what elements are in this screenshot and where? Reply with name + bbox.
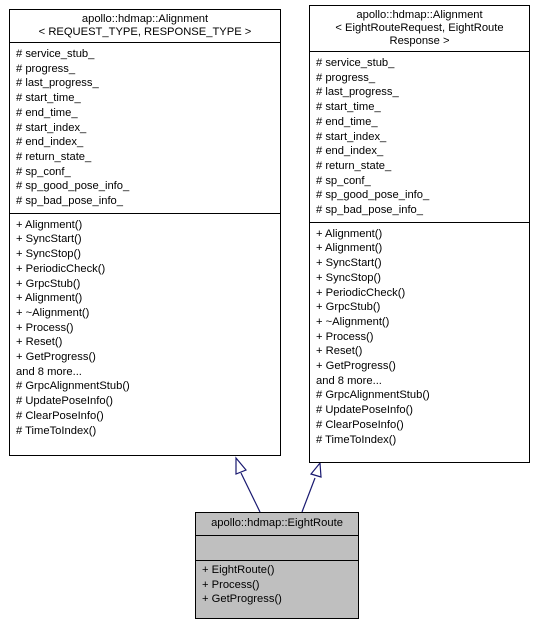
attribute-item: # sp_good_pose_info_ bbox=[316, 189, 430, 202]
class-title-line: < EightRouteRequest, EightRoute bbox=[335, 22, 504, 34]
attributes-section-empty bbox=[196, 535, 358, 560]
operation-item: + Alignment() bbox=[316, 227, 383, 240]
class-title-line: apollo::hdmap::EightRoute bbox=[211, 517, 343, 529]
attribute-item: # start_time_ bbox=[316, 101, 381, 114]
operation-item: + SyncStop() bbox=[316, 271, 381, 284]
operation-item: + Process() bbox=[16, 321, 74, 334]
attributes-section: # service_stub_ # progress_ # last_progr… bbox=[10, 42, 280, 213]
operation-item: + Alignment() bbox=[16, 218, 83, 231]
operation-item: + SyncStop() bbox=[16, 248, 81, 261]
class-title: apollo::hdmap::EightRoute bbox=[196, 513, 358, 535]
operation-item: + GrpcStub() bbox=[16, 277, 81, 290]
operation-item: + PeriodicCheck() bbox=[316, 286, 406, 299]
operation-item: # TimeToIndex() bbox=[316, 433, 397, 446]
operation-item: + GrpcStub() bbox=[316, 301, 381, 314]
inheritance-arrowhead-left bbox=[235, 456, 247, 475]
operation-item: + Process() bbox=[316, 330, 374, 343]
class-box-alignment-template[interactable]: apollo::hdmap::Alignment < REQUEST_TYPE,… bbox=[9, 9, 281, 456]
attributes-section: # service_stub_ # progress_ # last_progr… bbox=[310, 51, 529, 222]
operation-item: + GetProgress() bbox=[316, 360, 396, 373]
operation-item: + PeriodicCheck() bbox=[16, 262, 106, 275]
operation-item: # ClearPoseInfo() bbox=[16, 409, 104, 422]
operations-section: + EightRoute() + Process() + GetProgress… bbox=[196, 560, 358, 609]
attribute-item: # sp_bad_pose_info_ bbox=[316, 204, 423, 217]
class-box-eightroute[interactable]: apollo::hdmap::EightRoute + EightRoute()… bbox=[195, 512, 359, 619]
class-title: apollo::hdmap::Alignment < EightRouteReq… bbox=[310, 6, 529, 51]
attribute-item: # end_index_ bbox=[316, 145, 384, 158]
attribute-item: # progress_ bbox=[316, 71, 376, 84]
attribute-item: # progress_ bbox=[16, 62, 76, 75]
more-operations-link[interactable]: and 8 more... bbox=[316, 374, 382, 387]
operation-item: + GetProgress() bbox=[16, 351, 96, 364]
operation-item: + Reset() bbox=[16, 336, 63, 349]
attribute-item: # sp_conf_ bbox=[16, 165, 71, 178]
operation-item: # GrpcAlignmentStub() bbox=[16, 380, 130, 393]
operation-item: # ClearPoseInfo() bbox=[316, 418, 404, 431]
operation-item: + GetProgress() bbox=[202, 593, 282, 606]
operation-item: + Reset() bbox=[316, 345, 363, 358]
operation-item: # UpdatePoseInfo() bbox=[16, 395, 114, 408]
class-title: apollo::hdmap::Alignment < REQUEST_TYPE,… bbox=[10, 10, 280, 42]
operation-item: + Alignment() bbox=[316, 242, 383, 255]
attribute-item: # end_time_ bbox=[316, 115, 378, 128]
attribute-item: # last_progress_ bbox=[316, 86, 399, 99]
operation-item: + EightRoute() bbox=[202, 564, 275, 576]
operation-item: # UpdatePoseInfo() bbox=[316, 404, 414, 417]
operation-item: + SyncStart() bbox=[316, 257, 382, 270]
operation-item: + ~Alignment() bbox=[16, 306, 90, 319]
operation-item: + Alignment() bbox=[16, 292, 83, 305]
attribute-item: # start_index_ bbox=[316, 130, 387, 143]
attribute-item: # last_progress_ bbox=[16, 77, 99, 90]
operation-item: + SyncStart() bbox=[16, 233, 82, 246]
attribute-item: # sp_conf_ bbox=[316, 174, 371, 187]
operations-section: + Alignment() + SyncStart() + SyncStop()… bbox=[10, 212, 280, 443]
class-title-line: apollo::hdmap::Alignment bbox=[356, 9, 483, 21]
inheritance-edge-left bbox=[240, 472, 261, 513]
operation-item: + Process() bbox=[202, 578, 260, 591]
operation-item: # TimeToIndex() bbox=[16, 424, 97, 437]
attribute-item: # start_time_ bbox=[16, 92, 81, 105]
operations-section: + Alignment() + Alignment() + SyncStart(… bbox=[310, 221, 529, 452]
inheritance-arrowhead-right bbox=[309, 461, 322, 478]
operation-item: + ~Alignment() bbox=[316, 315, 390, 328]
attribute-item: # service_stub_ bbox=[316, 57, 395, 69]
attribute-item: # return_state_ bbox=[16, 150, 92, 163]
attribute-item: # end_time_ bbox=[16, 106, 78, 119]
more-operations-link[interactable]: and 8 more... bbox=[16, 365, 82, 378]
class-box-alignment-eightroute[interactable]: apollo::hdmap::Alignment < EightRouteReq… bbox=[309, 5, 530, 463]
attribute-item: # sp_bad_pose_info_ bbox=[16, 195, 123, 208]
attribute-item: # service_stub_ bbox=[16, 48, 95, 60]
attribute-item: # end_index_ bbox=[16, 136, 84, 149]
class-title-line: Response > bbox=[389, 35, 450, 47]
inheritance-edge-right bbox=[301, 477, 316, 513]
attribute-item: # sp_good_pose_info_ bbox=[16, 180, 130, 193]
operation-item: # GrpcAlignmentStub() bbox=[316, 389, 430, 402]
class-title-line: apollo::hdmap::Alignment bbox=[81, 13, 209, 25]
attribute-item: # return_state_ bbox=[316, 159, 392, 172]
attribute-item: # start_index_ bbox=[16, 121, 87, 134]
class-title-line: < REQUEST_TYPE, RESPONSE_TYPE > bbox=[38, 26, 252, 38]
